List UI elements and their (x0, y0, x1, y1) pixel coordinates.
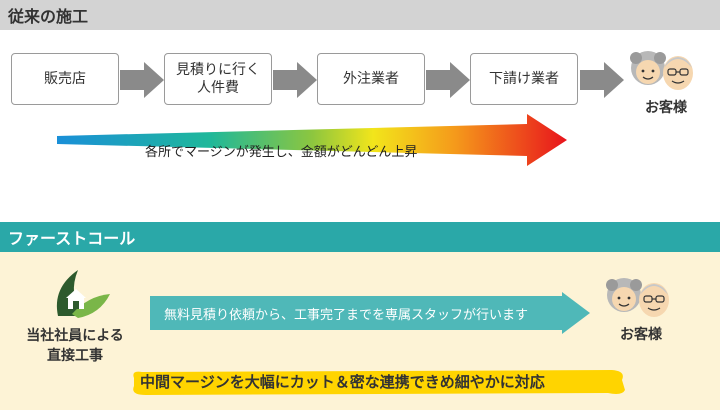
arrow-right-icon (273, 62, 317, 98)
section-header-conventional: 従来の施工 (0, 0, 720, 30)
section-title: ファーストコール (8, 229, 136, 248)
customer-label: お客様 (620, 327, 662, 343)
arrow-right-icon (120, 62, 164, 98)
elderly-couple-icon (606, 278, 669, 317)
step-box-estimate-labor: 見積りに行く 人件費 (164, 53, 272, 105)
house-leaf-logo-icon (56, 270, 110, 318)
highlight-brush-stroke (133, 370, 625, 395)
highlight-text: 中間マージンを大幅にカット＆密な連携できめ細やかに対応 (140, 373, 545, 391)
firstcall-flow-arrow (150, 292, 590, 334)
rising-cost-gradient-arrow (57, 114, 567, 166)
firstcall-flow-text: 無料見積り依頼から、工事完了までを専属スタッフが行います (164, 308, 529, 323)
section-title: 従来の施工 (8, 7, 89, 26)
section-header-firstcall: ファーストコール (0, 222, 720, 252)
margin-note: 各所でマージンが発生し、金額がどんどん上昇 (145, 145, 418, 160)
step-box-subcontractor: 下請け業者 (470, 53, 578, 105)
step-box-retailer: 販売店 (11, 53, 119, 105)
elderly-couple-icon (630, 51, 693, 90)
arrow-right-icon (426, 62, 470, 98)
company-label: 当社社員による 直接工事 (26, 328, 124, 364)
step-box-outsourcer: 外注業者 (317, 53, 425, 105)
arrow-right-icon (580, 62, 624, 98)
customer-label: お客様 (645, 100, 687, 116)
